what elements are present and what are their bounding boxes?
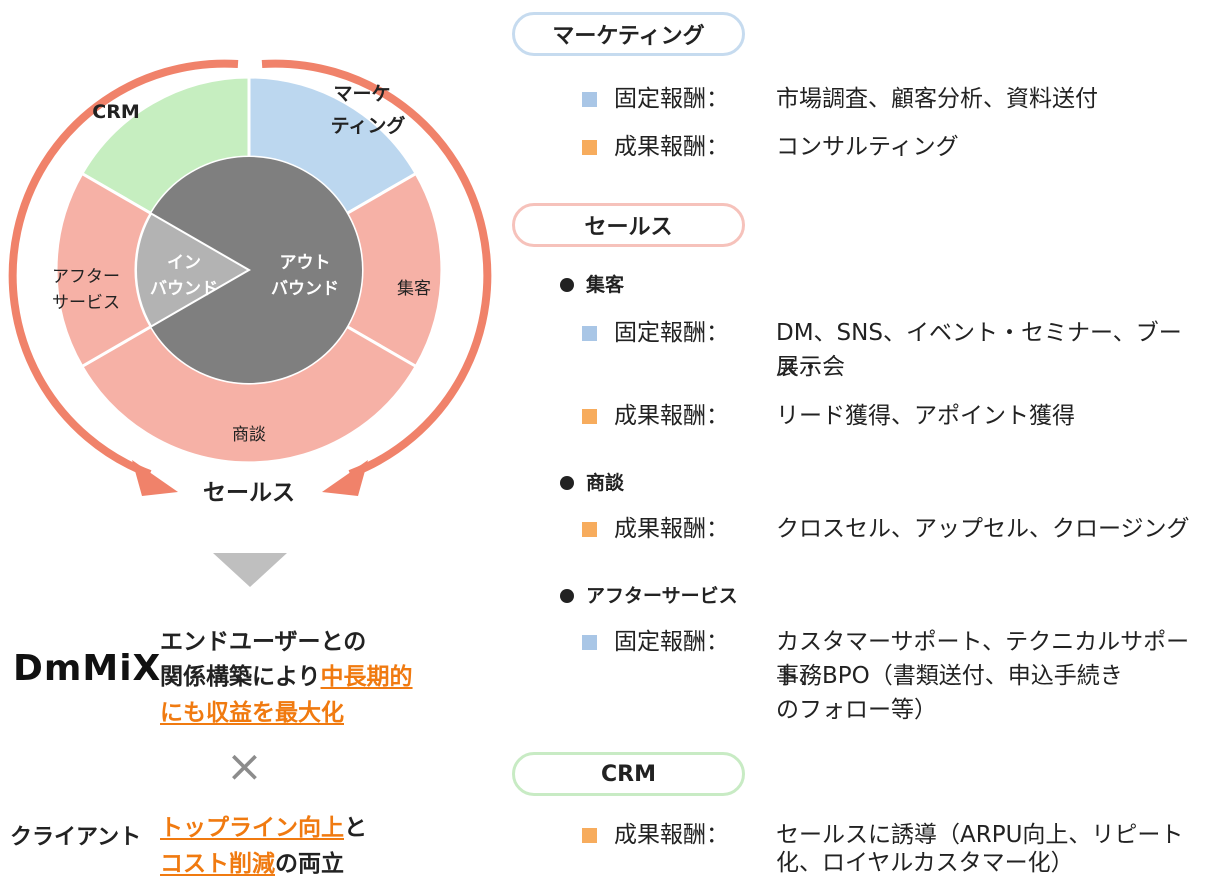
right-arrowhead [322, 460, 368, 496]
fixed-fee-square-icon [582, 635, 597, 650]
right-cycle-arrow [261, 59, 492, 478]
outbound-label-line1: アウト [280, 253, 331, 273]
outbound-label-line2: バウンド [271, 279, 339, 299]
crm-label: CRM [92, 101, 139, 123]
lead-fixed-value-line2: 展示会 [776, 354, 845, 380]
after-service-label-line2: サービス [52, 293, 120, 313]
lead-gen-subtitle: 集客 [586, 274, 625, 296]
bullet-dot-icon [560, 278, 574, 292]
sales-cycle-wheel: CRM マーケ ティング 集客 商談 アフター サービス イン バウンド アウト… [8, 59, 492, 506]
after-fixed-label: 固定報酬： [614, 629, 729, 655]
lead-result-label: 成果報酬： [614, 403, 729, 429]
marketing-fixed-value: 市場調査、顧客分析、資料送付 [776, 86, 1098, 112]
result-fee-square-icon [582, 140, 597, 155]
summary-line2-prefix: 関係構築により [160, 664, 321, 690]
summary-line5: コスト削減の両立 [160, 844, 344, 878]
marketing-section-title: マーケティング [512, 12, 745, 56]
summary-line3: にも収益を最大化 [160, 693, 344, 727]
marketing-result-value: コンサルティング [776, 134, 959, 160]
result-fee-square-icon [582, 409, 597, 424]
summary-line2: 関係構築により中長期的 [160, 657, 413, 691]
inbound-label-line1: イン [167, 253, 201, 273]
after-fixed-value-line1: カスタマーサポート、テクニカルサポート、 [776, 629, 1190, 690]
multiply-icon: × [226, 741, 263, 792]
lead-fixed-label: 固定報酬： [614, 320, 729, 346]
sales-cycle-label: セールス [203, 480, 295, 506]
after-fixed-value-line3: のフォロー等） [776, 697, 937, 723]
crm-section-title: CRM [512, 752, 745, 796]
summary-line5-suffix: の両立 [275, 851, 344, 877]
lead-gen-label: 集客 [397, 279, 431, 299]
lead-result-value: リード獲得、アポイント獲得 [776, 403, 1075, 429]
marketing-result-label: 成果報酬： [614, 134, 729, 160]
summary-line2-highlight: 中長期的 [320, 664, 413, 690]
sales-section-title: セールス [512, 203, 745, 247]
dmmix-logo: DmMiX [13, 648, 162, 689]
inbound-wedge [134, 212, 252, 328]
summary-line3-highlight: にも収益を最大化 [160, 700, 344, 726]
bullet-dot-icon [560, 589, 574, 603]
crm-result-value-line2: 化、ロイヤルカスタマー化） [776, 850, 1074, 876]
summary-line1: エンドユーザーとの [160, 629, 367, 655]
summary-line4-suffix: と [344, 815, 367, 841]
crm-result-value-line1: セールスに誘導（ARPU向上、リピート [776, 822, 1184, 848]
bullet-dot-icon [560, 476, 574, 490]
marketing-label-line2: ティング [331, 114, 406, 137]
down-arrow-icon [213, 553, 287, 587]
fixed-fee-square-icon [582, 326, 597, 341]
after-service-subtitle: アフターサービス [586, 585, 738, 607]
left-arrowhead [132, 460, 178, 496]
marketing-label-line1: マーケ [333, 83, 390, 105]
summary-line4-highlight: トップライン向上 [160, 815, 344, 841]
negotiation-result-label: 成果報酬： [614, 516, 729, 542]
fixed-fee-square-icon [582, 92, 597, 107]
left-cycle-arrow [8, 59, 239, 478]
summary-line5-highlight: コスト削減 [160, 851, 275, 877]
negotiation-subtitle: 商談 [586, 472, 625, 494]
result-fee-square-icon [582, 828, 597, 843]
summary-line4: トップライン向上と [160, 808, 367, 842]
crm-result-label: 成果報酬： [614, 822, 729, 848]
negotiation-result-value: クロスセル、アップセル、クロージング [776, 516, 1190, 542]
negotiation-label: 商談 [232, 425, 266, 445]
lead-fixed-value-line1: DM、SNS、イベント・セミナー、ブース・ [776, 320, 1182, 381]
marketing-fixed-label: 固定報酬： [614, 86, 729, 112]
after-fixed-value-line2: 事務BPO（書類送付、申込手続き [776, 663, 1123, 689]
inbound-label-line2: バウンド [150, 279, 218, 299]
after-service-label-line1: アフター [52, 267, 120, 287]
client-label: クライアント [10, 825, 142, 850]
result-fee-square-icon [582, 522, 597, 537]
